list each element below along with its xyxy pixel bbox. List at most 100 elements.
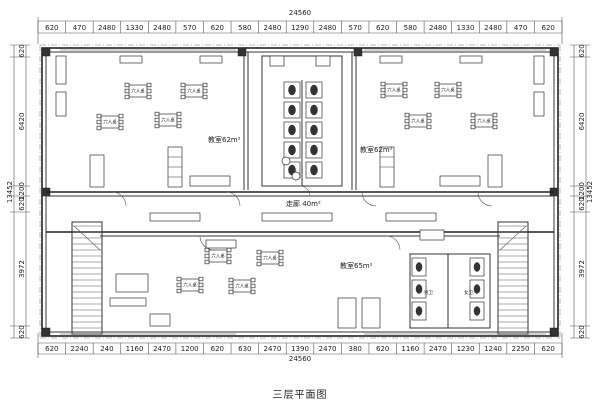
six-person-table: 六人桌 <box>404 112 432 130</box>
chair-icon <box>402 81 408 87</box>
chair-icon <box>278 255 284 261</box>
chair-icon <box>146 94 152 100</box>
dimension-label: 620 <box>45 345 58 353</box>
chair-icon <box>402 93 408 99</box>
table-label: 六人桌 <box>131 88 145 95</box>
chair-icon <box>404 112 410 118</box>
chair-icon <box>124 88 130 94</box>
chair-icon <box>228 289 234 295</box>
dimension-label: 380 <box>349 345 362 353</box>
dimension-label: 2470 <box>319 345 337 353</box>
tables-layer: 六人桌六人桌六人桌六人桌六人桌六人桌六人桌六人桌六人桌六人桌六人桌六人桌 <box>96 81 498 295</box>
toilet-icon <box>310 164 318 176</box>
chair-icon <box>250 277 256 283</box>
drawing-title: 三层平面图 <box>273 389 328 401</box>
chair-icon <box>96 119 102 125</box>
toilet-label-women: 女卫 <box>464 289 473 296</box>
dimension-label: 2240 <box>70 345 88 353</box>
six-person-table: 六人桌 <box>470 112 498 130</box>
left-total-dimension: 13452 <box>6 181 14 203</box>
chair-icon <box>470 118 476 124</box>
chair-icon <box>202 88 208 94</box>
dimension-label: 620 <box>211 345 224 353</box>
six-person-table: 六人桌 <box>256 249 284 267</box>
chair-icon <box>118 119 124 125</box>
toilet-icon <box>310 84 318 96</box>
dimension-label: 1200 <box>18 182 26 200</box>
dimension-label: 1330 <box>126 24 144 32</box>
chair-icon <box>456 81 462 87</box>
chair-icon <box>176 282 182 288</box>
cabinets <box>55 55 545 329</box>
dimension-label: 570 <box>349 24 362 32</box>
table-label: 六人桌 <box>477 118 491 125</box>
dimension-label: 1230 <box>457 345 475 353</box>
chair-icon <box>402 87 408 93</box>
chair-icon <box>180 88 186 94</box>
dimension-label: 2480 <box>429 24 447 32</box>
dimension-label: 620 <box>211 24 224 32</box>
left-staircase <box>71 221 103 335</box>
toilet-icon <box>310 144 318 156</box>
counter-icon <box>189 175 231 187</box>
six-person-table: 六人桌 <box>204 247 232 265</box>
toilet-icon <box>288 144 296 156</box>
chair-icon <box>380 81 386 87</box>
dimension-label: 1200 <box>578 182 586 200</box>
dimension-label: 470 <box>73 24 86 32</box>
chair-icon <box>118 113 124 119</box>
chair-icon <box>146 88 152 94</box>
dimension-label: 6420 <box>18 113 26 131</box>
cabinet-icon <box>115 273 149 293</box>
dimension-label: 580 <box>238 24 251 32</box>
chair-icon <box>380 93 386 99</box>
table-label: 六人桌 <box>211 253 225 260</box>
chair-icon <box>202 94 208 100</box>
six-person-table: 六人桌 <box>176 276 204 294</box>
chair-icon <box>154 123 160 129</box>
chair-icon <box>198 288 204 294</box>
dimension-label: 3972 <box>578 260 586 278</box>
chair-icon <box>228 277 234 283</box>
toilet-icon <box>415 284 423 294</box>
sink-icon <box>269 55 285 67</box>
axis-lines <box>39 44 561 339</box>
table-label: 六人桌 <box>103 119 117 126</box>
chair-icon <box>118 125 124 131</box>
dimension-label: 630 <box>238 345 251 353</box>
chair-icon <box>154 117 160 123</box>
table-label: 六人桌 <box>263 255 277 262</box>
room-label-corridor: 走廊 40m² <box>286 199 321 208</box>
six-person-table: 六人桌 <box>154 111 182 129</box>
chair-icon <box>434 87 440 93</box>
dimension-label: 2470 <box>263 345 281 353</box>
sink-icon <box>315 55 331 67</box>
dimension-label: 570 <box>183 24 196 32</box>
dimension-label: 470 <box>514 24 527 32</box>
toilet-icon <box>415 306 423 316</box>
bottom-total-dimension: 24560 <box>289 355 311 363</box>
chair-icon <box>278 261 284 267</box>
six-person-table: 六人桌 <box>434 81 462 99</box>
chair-icon <box>492 112 498 118</box>
dimension-label: 2480 <box>319 24 337 32</box>
room-label-classroom-right: 教室62m² <box>360 145 393 154</box>
dimension-label: 620 <box>578 197 586 210</box>
six-person-table: 六人桌 <box>180 82 208 100</box>
dimension-label: 2250 <box>512 345 530 353</box>
chair-icon <box>256 249 262 255</box>
chair-icon <box>176 288 182 294</box>
chair-icon <box>198 276 204 282</box>
chair-icon <box>180 82 186 88</box>
table-label: 六人桌 <box>387 87 401 94</box>
dimension-label: 1240 <box>484 345 502 353</box>
dimension-label: 620 <box>376 345 389 353</box>
dimension-label: 1160 <box>401 345 419 353</box>
chair-icon <box>404 118 410 124</box>
chair-icon <box>176 117 182 123</box>
toilet-icon <box>288 84 296 96</box>
chair-icon <box>434 93 440 99</box>
